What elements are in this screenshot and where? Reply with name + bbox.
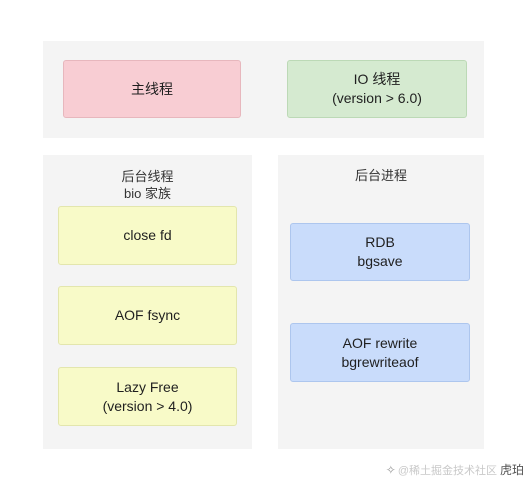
bgrewriteaof-label: bgrewriteaof (341, 353, 419, 370)
thread-panel: 主线程 IO 线程 (version > 6.0) (43, 41, 484, 138)
close-fd-box: close fd (58, 206, 237, 265)
watermark-brand: 虎珀 (499, 463, 524, 477)
process-title-line1: 后台进程 (354, 168, 407, 183)
rdb-bgsave-box: RDB bgsave (290, 223, 470, 281)
lazy-free-box: Lazy Free (version > 4.0) (58, 367, 237, 426)
bgsave-label: bgsave (357, 253, 403, 269)
io-thread-box: IO 线程 (version > 6.0) (287, 60, 467, 118)
main-thread-box: 主线程 (63, 60, 241, 118)
aof-rewrite-box: AOF rewrite bgrewriteaof (290, 323, 470, 382)
aof-rewrite-label: AOF rewrite (342, 334, 418, 351)
aof-fsync-box: AOF fsync (58, 286, 237, 345)
lazy-free-label: Lazy Free (116, 378, 179, 395)
aof-fsync-label: AOF fsync (114, 307, 181, 323)
io-thread-version: (version > 6.0) (332, 90, 422, 106)
io-thread-label: IO 线程 (353, 71, 401, 87)
bio-panel-title: 后台线程 bio 家族 (43, 168, 252, 202)
lazy-free-version: (version > 4.0) (102, 397, 193, 414)
background-process-panel: 后台进程 RDB bgsave AOF rewrite bgrewriteaof (278, 155, 484, 449)
close-fd-label: close fd (123, 227, 172, 243)
bio-family-panel: 后台线程 bio 家族 close fd AOF fsync Lazy Free… (43, 155, 252, 449)
watermark-logo-icon: ✧ (385, 462, 396, 477)
rdb-label: RDB (365, 234, 395, 250)
watermark-prefix: @稀土掘金技术社区 (397, 464, 497, 477)
watermark: ✧ @稀土掘金技术社区 虎珀 (386, 461, 524, 478)
bio-title-line1: 后台线程 (121, 169, 174, 184)
main-thread-label: 主线程 (131, 80, 173, 97)
bio-title-line2: bio 家族 (124, 186, 171, 201)
process-panel-title: 后台进程 (278, 167, 484, 184)
